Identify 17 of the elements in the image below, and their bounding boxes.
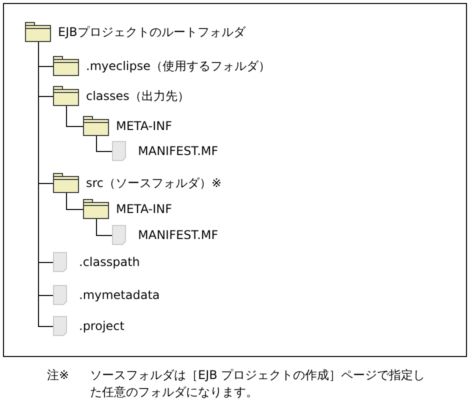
file-name: META-INF (116, 119, 172, 133)
file-name: .myeclipse（使用するフォルダ） (86, 59, 271, 73)
tree-connector (96, 218, 112, 236)
file-name: .mymetadata (79, 288, 160, 302)
tree-connector (66, 106, 84, 127)
note-text: ソースフォルダは［EJB プロジェクトの作成］ページで指定した任意のフォルダになります。 (90, 367, 426, 401)
tree-connector (96, 136, 112, 152)
note-mark: 注※ (47, 367, 70, 384)
file-name: EJBプロジェクトのルートフォルダ (58, 25, 246, 39)
file-name: META-INF (116, 202, 172, 216)
file-name: .project (79, 319, 124, 333)
file-name: MANIFEST.MF (138, 144, 218, 158)
file-name: MANIFEST.MF (138, 228, 218, 242)
file-name: .classpath (79, 255, 140, 269)
file-name: src（ソースフォルダ）※ (86, 176, 222, 190)
tree-connector (66, 192, 84, 210)
file-name: classes（出力先） (86, 89, 190, 103)
